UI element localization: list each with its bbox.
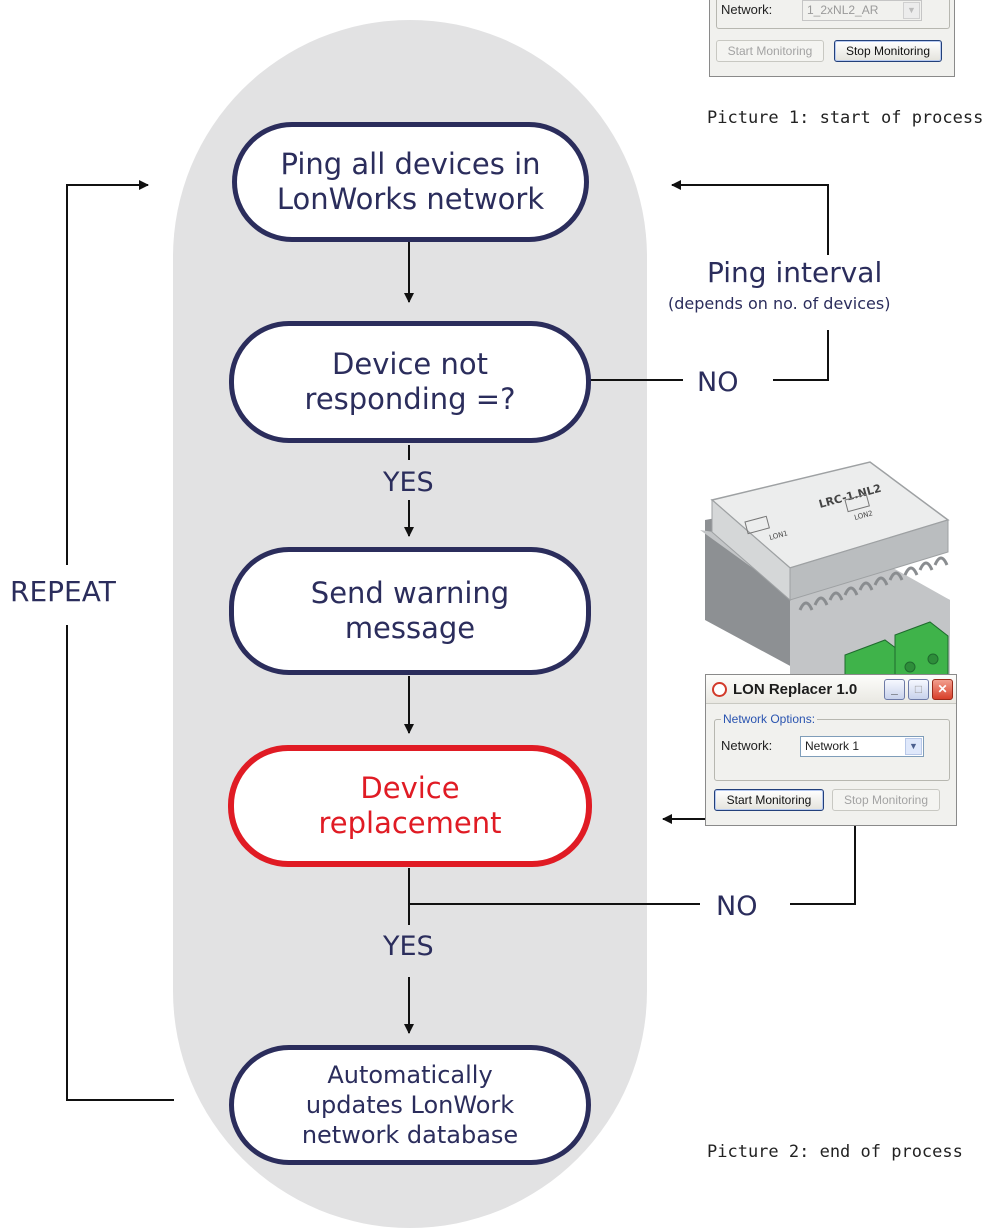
line-no-to-interval [773,330,829,381]
start-monitoring-button[interactable]: Start Monitoring [716,40,824,62]
arrow-repeat-to-ping [66,180,149,565]
label-yes-1: YES [383,467,434,498]
label-ping-interval: Ping interval [707,256,883,289]
arrow-no-to-replacement [662,814,856,905]
network-select-value: 1_2xNL2_AR [807,3,879,17]
network-label: Network: [721,2,773,17]
window-title: LON Replacer 1.0 [733,680,858,698]
node-update-database: Automatically updates LonWork network da… [229,1045,591,1165]
node-device-not-responding: Device not responding =? [229,321,591,443]
caption-picture-2: Picture 2: end of process [707,1142,963,1162]
close-icon[interactable]: ✕ [932,678,953,700]
network-label: Network: [721,738,773,753]
maximize-icon[interactable]: □ [908,678,929,700]
label-no-2: NO [716,891,758,922]
lon-replacer-window-idle: LON Replacer 1.0 _ □ ✕ Network Options: … [705,674,957,826]
network-select-value: Network 1 [805,739,860,753]
clock-icon [712,681,727,697]
window-titlebar[interactable]: LON Replacer 1.0 _ □ ✕ [706,675,956,704]
node-ping-all-devices: Ping all devices in LonWorks network [232,122,589,242]
chevron-down-icon: ▼ [905,738,922,755]
network-options-legend: Network Options: [721,712,818,726]
stop-monitoring-button[interactable]: Stop Monitoring [832,789,940,811]
network-options-group: Network Options: Network: Network 1 ▼ [714,712,950,781]
caption-picture-1: Picture 1: start of process [707,108,983,128]
arrow-interval-to-ping [671,180,829,255]
node-device-replacement: Device replacement [228,745,592,867]
start-monitoring-button[interactable]: Start Monitoring [714,789,824,811]
line-update-to-repeat [66,625,174,1101]
lon-replacer-window-monitoring: Network: 1_2xNL2_AR ▼ Start Monitoring S… [709,0,955,77]
network-select[interactable]: Network 1 ▼ [800,736,924,757]
label-repeat: REPEAT [10,575,116,608]
label-yes-2: YES [383,931,434,962]
chevron-down-icon: ▼ [903,2,920,19]
network-options-group: Network: 1_2xNL2_AR ▼ [716,0,950,29]
stop-monitoring-button[interactable]: Stop Monitoring [834,40,942,62]
label-ping-interval-note: (depends on no. of devices) [668,294,891,313]
network-select[interactable]: 1_2xNL2_AR ▼ [802,0,922,21]
label-no-1: NO [697,367,739,398]
node-send-warning: Send warning message [229,547,591,675]
minimize-icon[interactable]: _ [884,678,905,700]
